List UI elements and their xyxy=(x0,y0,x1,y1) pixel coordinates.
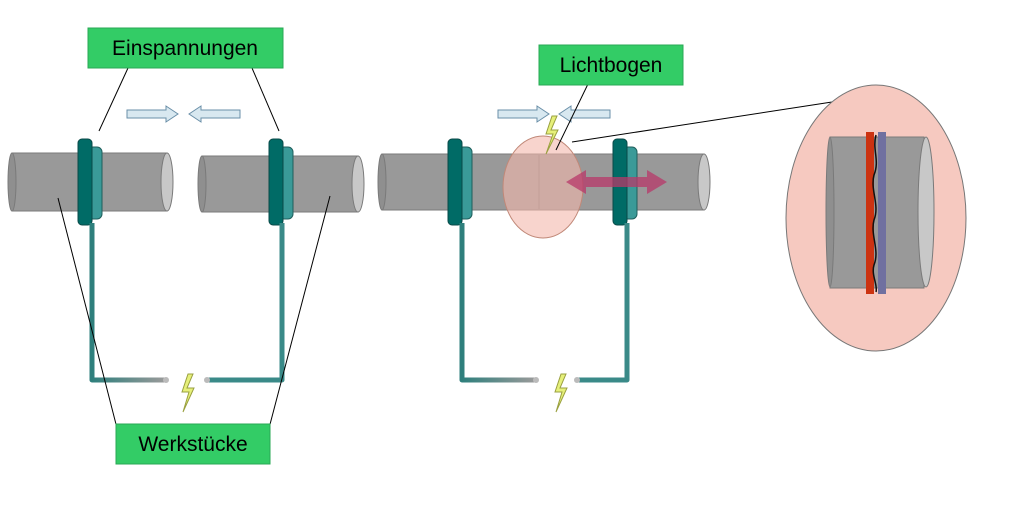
panel-before xyxy=(7,67,365,433)
wire-mid-2 xyxy=(578,223,630,383)
wire-left-2 xyxy=(208,223,285,383)
wire-mid-1 xyxy=(459,223,535,383)
lightning-icon xyxy=(554,373,568,413)
label-clamps-text: Einspannungen xyxy=(112,37,258,60)
weld-zone-blue xyxy=(878,132,886,294)
detail-zoom xyxy=(785,84,967,352)
lightning-icon xyxy=(181,373,195,413)
label-workpieces: Werkstücke xyxy=(115,423,271,465)
approach-arrow-right xyxy=(497,105,550,123)
clamp-mid-1 xyxy=(447,138,473,226)
clamp-left-1 xyxy=(77,138,103,226)
double-arrow-icon xyxy=(566,170,667,194)
weld-zone-red xyxy=(866,132,874,294)
wire-left-1 xyxy=(89,223,165,383)
lightning-icon xyxy=(545,115,559,155)
label-arc: Lichtbogen xyxy=(538,44,684,86)
panel-arc xyxy=(377,83,833,413)
approach-arrow-left xyxy=(558,105,611,123)
arc-glow xyxy=(502,135,584,239)
clamp-left-2 xyxy=(268,138,294,226)
label-arc-text: Lichtbogen xyxy=(560,54,663,77)
approach-arrow-left xyxy=(188,105,241,123)
approach-arrow-right xyxy=(126,105,179,123)
label-clamps: Einspannungen xyxy=(87,27,284,69)
label-workpieces-text: Werkstücke xyxy=(138,433,247,456)
weld-seam xyxy=(872,134,878,293)
